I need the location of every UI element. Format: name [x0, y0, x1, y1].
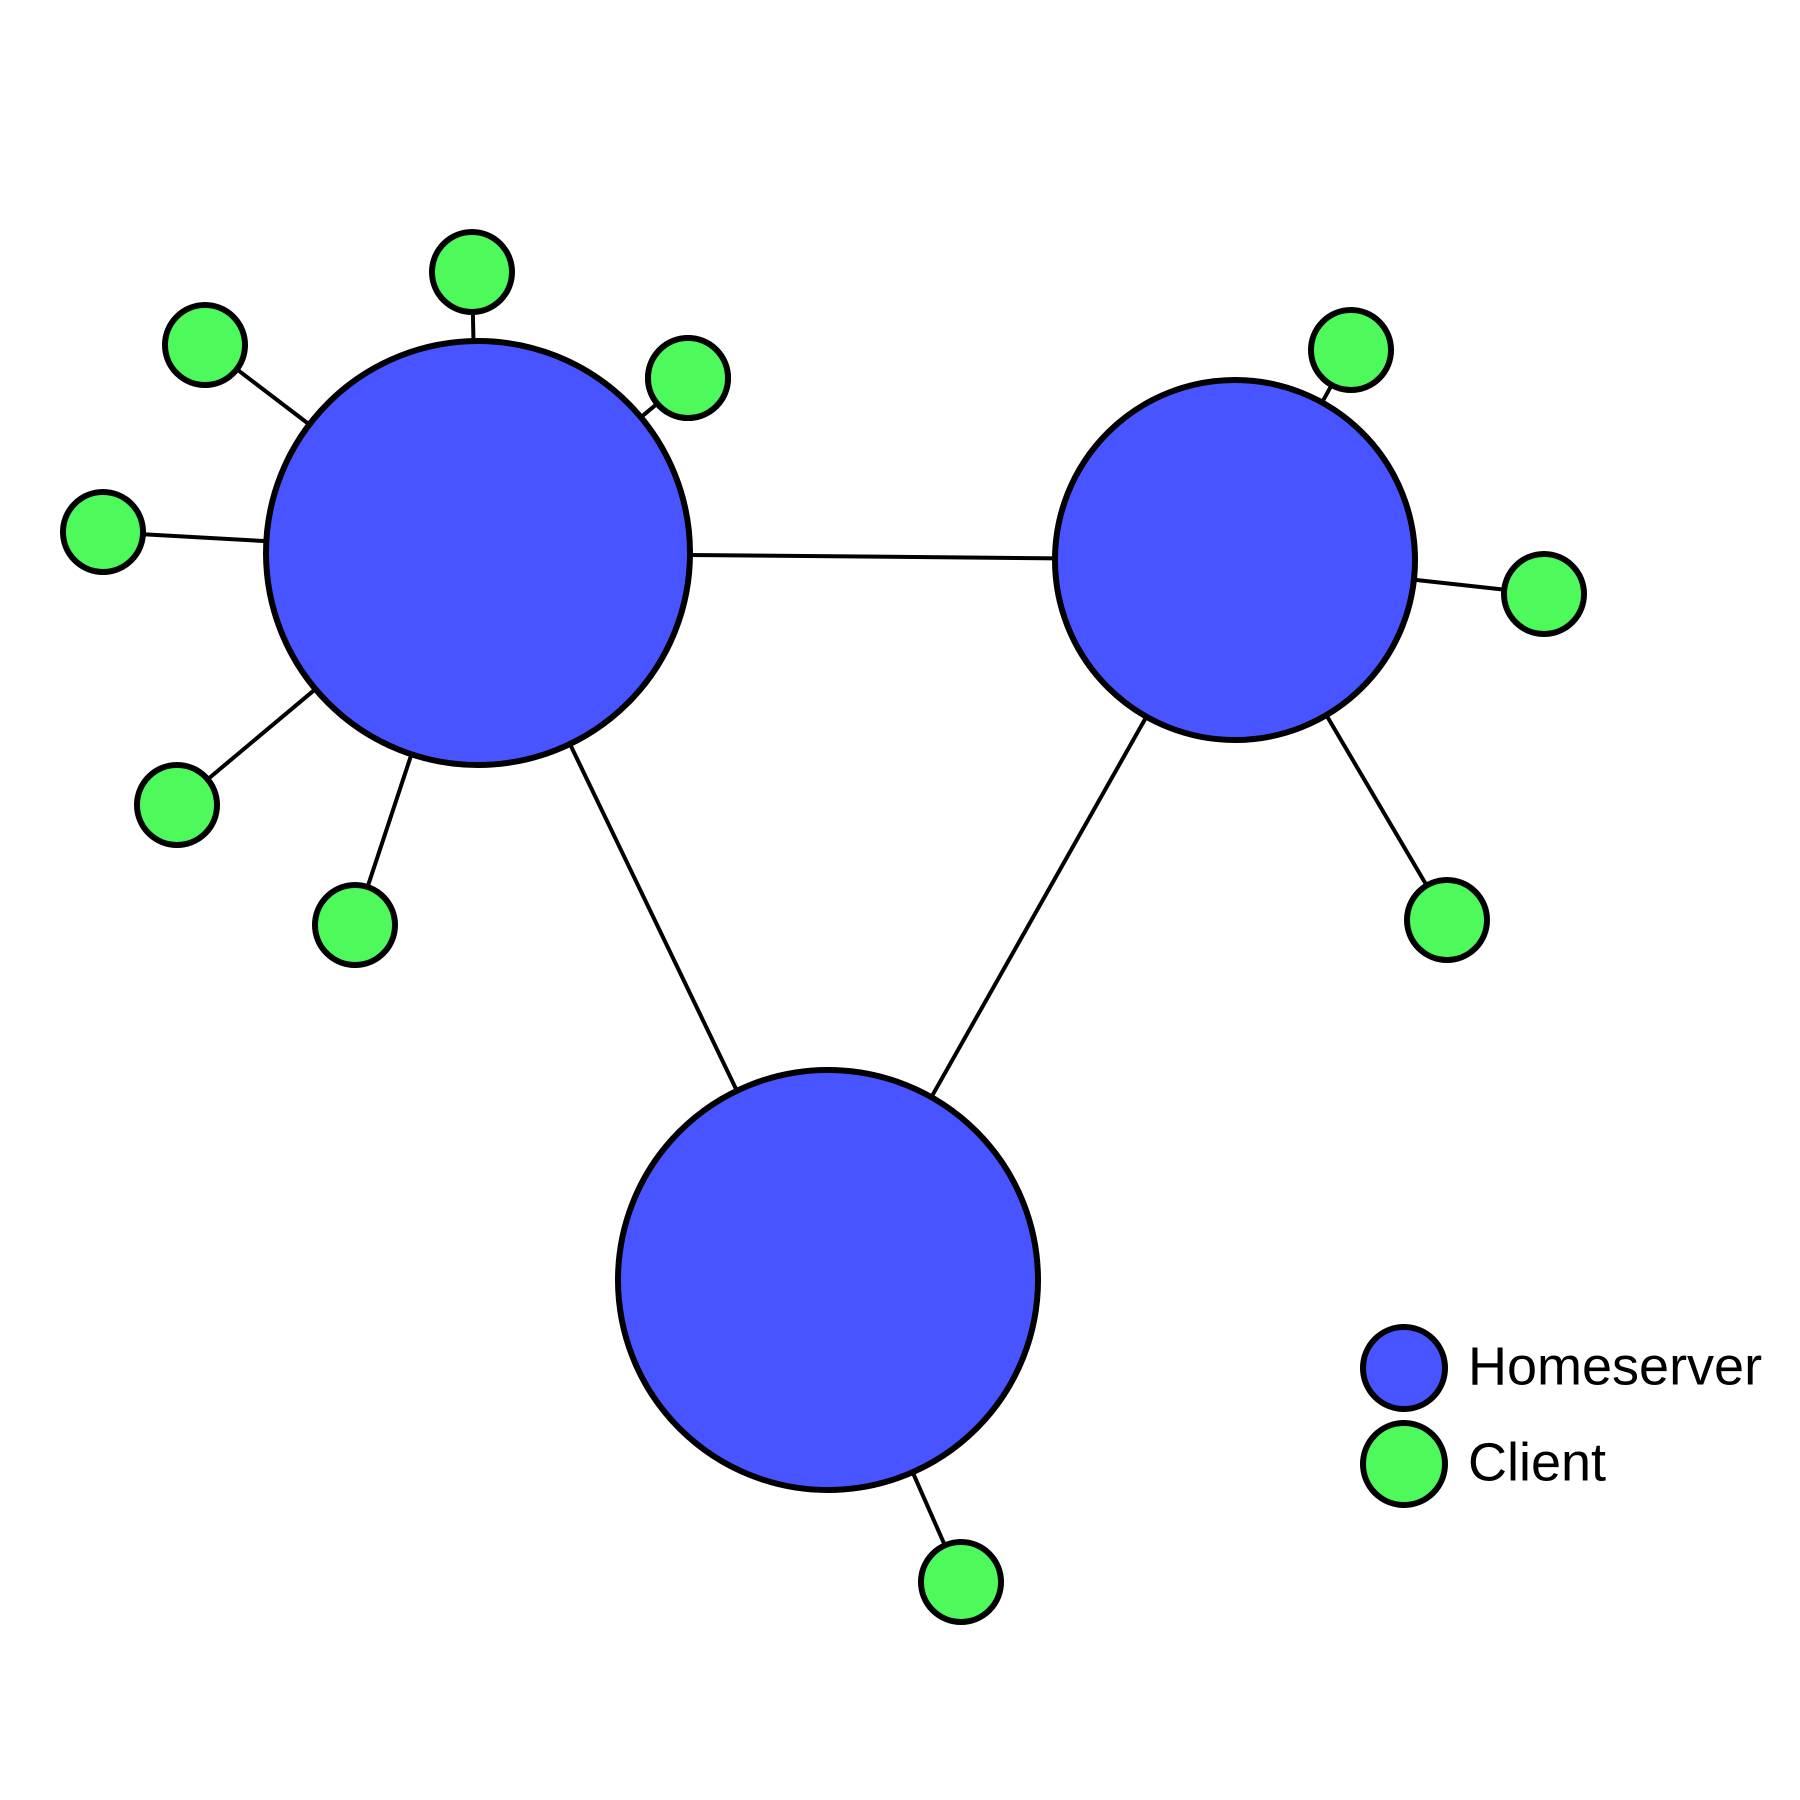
graph-edge-hs-left-to-c5 [204, 686, 319, 783]
graph-node-client-c5[interactable] [134, 762, 220, 848]
graph-node-client-c4[interactable] [60, 489, 146, 575]
nodes-layer [60, 229, 1587, 1625]
graph-node-homeserver-hs-bottom[interactable] [615, 1067, 1041, 1493]
legend-swatch-homeserver [1360, 1324, 1448, 1412]
graph-edge-hs-right-to-c8 [1411, 577, 1507, 592]
graph-edge-hs-bottom-to-c10 [910, 1469, 948, 1549]
graph-edge-hs-right-to-c9 [1323, 712, 1430, 889]
graph-edge-hs-left-to-hs-right [687, 552, 1058, 561]
legend-label-homeserver: Homeserver [1468, 1336, 1762, 1396]
graph-edge-hs-left-to-c4 [140, 532, 269, 544]
graph-edge-hs-left-to-c6 [365, 751, 414, 890]
graph-node-client-c1[interactable] [429, 229, 515, 315]
graph-node-client-c9[interactable] [1404, 877, 1490, 963]
graph-node-client-c2[interactable] [162, 302, 248, 388]
graph-node-client-c7[interactable] [1308, 307, 1394, 393]
graph-node-homeserver-hs-left[interactable] [263, 338, 693, 768]
legend-swatch-client [1360, 1420, 1448, 1508]
graph-node-homeserver-hs-right[interactable] [1052, 377, 1418, 743]
graph-node-client-c6[interactable] [312, 882, 398, 968]
graph-node-client-c11[interactable] [645, 335, 731, 421]
graph-edge-hs-left-to-c2 [234, 366, 313, 428]
graph-edge-hs-left-to-hs-bottom [567, 741, 740, 1094]
legend-label-client: Client [1468, 1432, 1606, 1492]
graph-node-client-c10[interactable] [918, 1539, 1004, 1625]
graph-edge-hs-left-to-c1 [470, 309, 476, 344]
graph-node-client-c8[interactable] [1501, 551, 1587, 637]
graph-edge-hs-right-to-hs-bottom [928, 713, 1150, 1100]
